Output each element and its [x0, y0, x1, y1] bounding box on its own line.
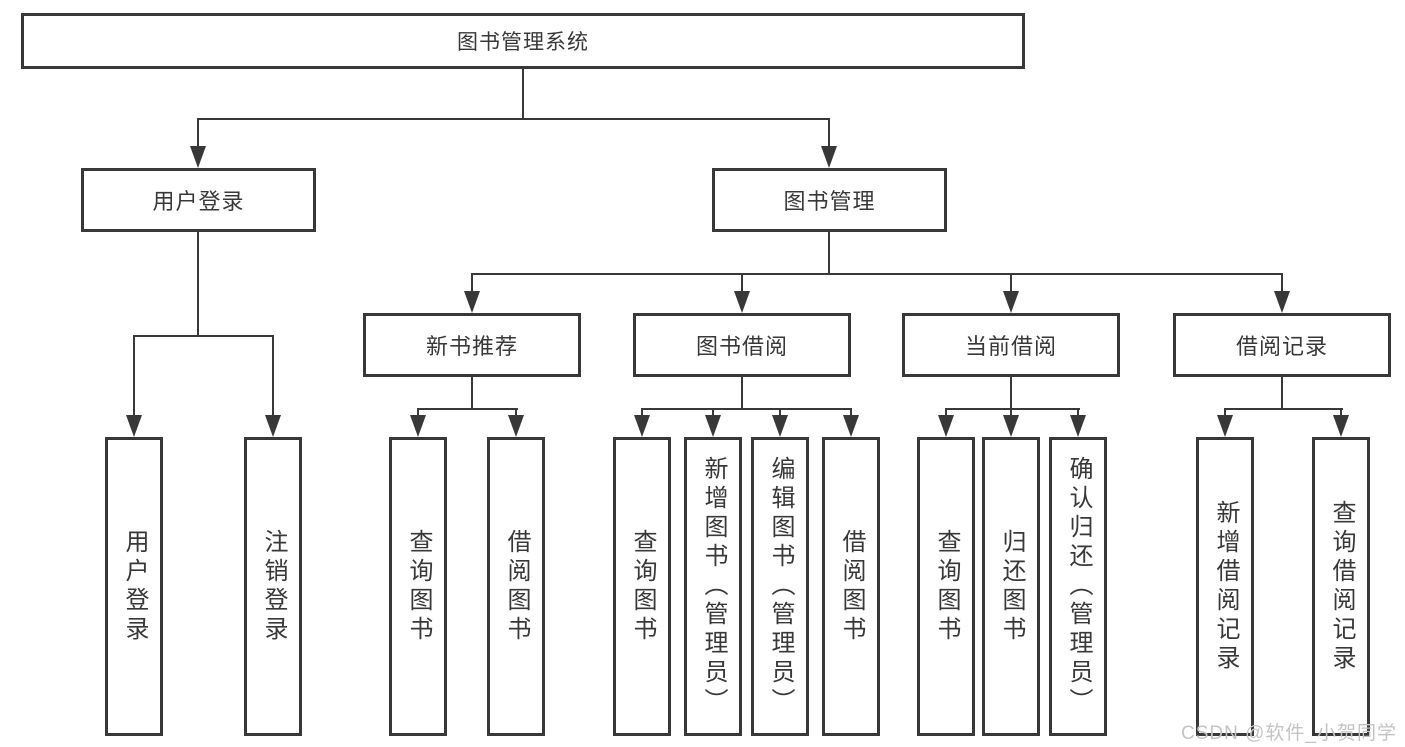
connector-book-management-rail [471, 273, 1283, 275]
arrowhead-leaf-login [126, 415, 142, 437]
leaf-nb-query-books: 查询图书 [389, 437, 447, 736]
arrowhead-borrow-records [1274, 291, 1290, 313]
connector-drop-nb-borrow [515, 408, 517, 418]
arrowhead-br-add [1217, 415, 1233, 437]
connector-drop-new-book [471, 273, 473, 295]
node-book-borrow-label: 图书借阅 [695, 334, 788, 359]
node-user-login-label: 用户登录 [152, 189, 245, 214]
arrowhead-br-query [1333, 415, 1349, 437]
arrowhead-bb-borrow [843, 415, 859, 437]
leaf-user-login: 用户登录 [105, 437, 163, 736]
connector-drop-cb-query [945, 408, 947, 418]
connector-user-login-stem [197, 232, 199, 337]
node-root: 图书管理系统 [21, 13, 1025, 69]
leaf-cb-confirm-return-admin: 确认归还（管理员） [1049, 437, 1107, 736]
leaf-bb-edit-books-admin: 编辑图书（管理员） [751, 437, 809, 736]
connector-drop-bb-add [712, 408, 714, 418]
arrowhead-current-borrow [1003, 291, 1019, 313]
connector-drop-user-login [197, 118, 199, 148]
node-new-book-recommend: 新书推荐 [363, 313, 581, 377]
arrowhead-user-login [190, 146, 206, 168]
connector-drop-cb-return [1010, 408, 1012, 418]
connector-book-borrow-stem [741, 377, 743, 410]
arrowhead-cb-confirm [1070, 415, 1086, 437]
connector-drop-borrow-records [1281, 273, 1283, 295]
node-book-borrow: 图书借阅 [633, 313, 851, 377]
arrowhead-bb-query [634, 415, 650, 437]
leaf-nb-borrow-books-label: 借阅图书 [503, 528, 530, 645]
connector-drop-nb-query [417, 408, 419, 418]
arrowhead-book-borrow [734, 291, 750, 313]
leaf-br-add-record-label: 新增借阅记录 [1212, 499, 1239, 674]
arrowhead-leaf-logout [265, 415, 281, 437]
leaf-bb-borrow-books-label: 借阅图书 [838, 528, 865, 645]
connector-drop-br-add [1224, 408, 1226, 418]
node-root-label: 图书管理系统 [457, 31, 589, 54]
connector-drop-bb-query [641, 408, 643, 418]
leaf-cb-query-books: 查询图书 [917, 437, 975, 736]
arrowhead-bb-add [705, 415, 721, 437]
arrowhead-book-management [821, 146, 837, 168]
connector-root-stem [522, 69, 524, 120]
leaf-bb-borrow-books: 借阅图书 [822, 437, 880, 736]
connector-current-borrow-stem [1010, 377, 1012, 410]
arrowhead-new-book [464, 291, 480, 313]
connector-borrow-records-rail [1224, 408, 1343, 410]
node-borrow-records-label: 借阅记录 [1235, 334, 1328, 359]
connector-drop-br-query [1340, 408, 1342, 418]
connector-drop-bb-edit [779, 408, 781, 418]
node-new-book-recommend-label: 新书推荐 [425, 334, 518, 359]
arrowhead-bb-edit [772, 415, 788, 437]
connector-new-book-stem [471, 377, 473, 410]
leaf-bb-query-books: 查询图书 [613, 437, 671, 736]
leaf-br-add-record: 新增借阅记录 [1196, 437, 1254, 736]
connector-drop-current-borrow [1010, 273, 1012, 295]
leaf-cb-return-books: 归还图书 [982, 437, 1040, 736]
node-book-management-label: 图书管理 [783, 189, 876, 214]
leaf-logout: 注销登录 [244, 437, 302, 736]
connector-drop-leaf-logout [272, 335, 274, 417]
leaf-cb-return-books-label: 归还图书 [998, 528, 1025, 645]
connector-drop-book-borrow [741, 273, 743, 295]
arrowhead-cb-query [938, 415, 954, 437]
leaf-logout-label: 注销登录 [260, 528, 287, 645]
leaf-cb-confirm-return-admin-label: 确认归还（管理员） [1065, 456, 1092, 717]
connector-root-rail [197, 118, 830, 120]
leaf-bb-edit-books-admin-label: 编辑图书（管理员） [767, 456, 794, 717]
connector-borrow-records-stem [1281, 377, 1283, 410]
leaf-nb-query-books-label: 查询图书 [405, 528, 432, 645]
leaf-user-login-label: 用户登录 [121, 528, 148, 645]
leaf-bb-add-books-admin-label: 新增图书（管理员） [700, 456, 727, 717]
leaf-cb-query-books-label: 查询图书 [933, 528, 960, 645]
connector-drop-bb-borrow [850, 408, 852, 418]
connector-book-management-stem [828, 232, 830, 275]
leaf-br-query-record: 查询借阅记录 [1312, 437, 1370, 736]
connector-user-login-rail [133, 335, 274, 337]
node-book-management: 图书管理 [712, 168, 947, 232]
connector-new-book-rail [417, 408, 518, 410]
arrowhead-nb-borrow [508, 415, 524, 437]
csdn-watermark: CSDN @软件_小贺同学 [1181, 723, 1397, 744]
arrowhead-nb-query [410, 415, 426, 437]
leaf-nb-borrow-books: 借阅图书 [487, 437, 545, 736]
connector-drop-book-management [828, 118, 830, 148]
connector-book-borrow-rail [641, 408, 852, 410]
node-borrow-records: 借阅记录 [1173, 313, 1391, 377]
leaf-bb-query-books-label: 查询图书 [629, 528, 656, 645]
arrowhead-cb-return [1003, 415, 1019, 437]
node-current-borrow: 当前借阅 [902, 313, 1120, 377]
node-user-login: 用户登录 [81, 168, 316, 232]
leaf-br-query-record-label: 查询借阅记录 [1328, 499, 1355, 674]
connector-drop-leaf-login [133, 335, 135, 417]
connector-drop-cb-confirm [1077, 408, 1079, 418]
leaf-bb-add-books-admin: 新增图书（管理员） [684, 437, 742, 736]
connector-current-borrow-rail [945, 408, 1080, 410]
node-current-borrow-label: 当前借阅 [964, 334, 1057, 359]
